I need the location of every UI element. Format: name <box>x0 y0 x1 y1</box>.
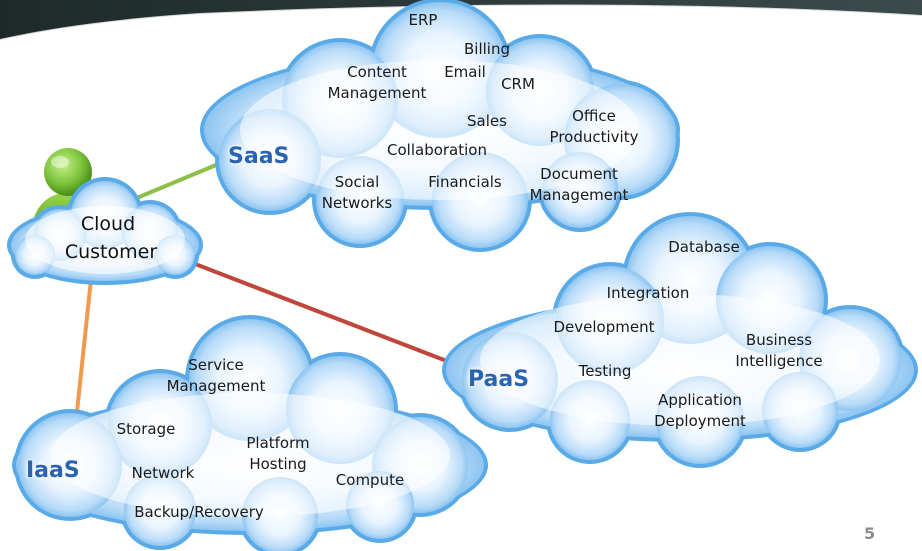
paas-app-line2: Deployment <box>654 412 746 430</box>
saas-office-line2: Productivity <box>549 128 639 146</box>
saas-item-sales: Sales <box>467 112 507 130</box>
saas-item-erp: ERP <box>408 11 438 29</box>
iaas-cloud <box>12 315 488 551</box>
saas-social-line2: Networks <box>321 194 393 212</box>
saas-document-line2: Management <box>529 186 629 204</box>
paas-item-testing: Testing <box>578 362 632 380</box>
saas-office-line1: Office <box>572 107 616 125</box>
saas-cloud <box>200 0 680 252</box>
customer-label-line1: Cloud <box>80 213 136 235</box>
saas-item-billing: Billing <box>464 40 510 58</box>
header-swoosh <box>0 0 922 40</box>
saas-item-email: Email <box>444 63 486 81</box>
iaas-platform-line2: Hosting <box>249 455 307 473</box>
paas-title: PaaS <box>468 367 530 392</box>
saas-content-line2: Management <box>327 84 427 102</box>
iaas-item-storage: Storage <box>116 420 176 438</box>
iaas-item-compute: Compute <box>335 471 405 489</box>
customer-label-line2: Customer <box>64 241 158 263</box>
paas-app-line1: Application <box>658 391 742 409</box>
paas-item-database: Database <box>668 238 740 256</box>
iaas-item-network: Network <box>131 464 195 482</box>
paas-connector-line <box>189 260 471 372</box>
paas-item-integration: Integration <box>606 284 690 302</box>
saas-social-line1: Social <box>334 173 380 191</box>
customer-cloud <box>7 177 203 285</box>
page-number: 5 <box>864 524 876 543</box>
iaas-platform-line1: Platform <box>246 434 310 452</box>
saas-title: SaaS <box>228 144 290 169</box>
iaas-item-backup-recovery: Backup/Recovery <box>134 503 264 521</box>
paas-bi-line2: Intelligence <box>735 352 823 370</box>
iaas-service-line1: Service <box>188 356 244 374</box>
saas-item-financials: Financials <box>428 173 502 191</box>
saas-item-collaboration: Collaboration <box>387 141 487 159</box>
paas-item-development: Development <box>553 318 655 336</box>
saas-content-line1: Content <box>347 63 407 81</box>
iaas-title: IaaS <box>26 458 80 483</box>
saas-item-crm: CRM <box>501 75 535 93</box>
paas-cloud <box>442 212 918 468</box>
saas-document-line1: Document <box>540 165 618 183</box>
iaas-service-line2: Management <box>166 377 266 395</box>
paas-bi-line1: Business <box>745 331 813 349</box>
